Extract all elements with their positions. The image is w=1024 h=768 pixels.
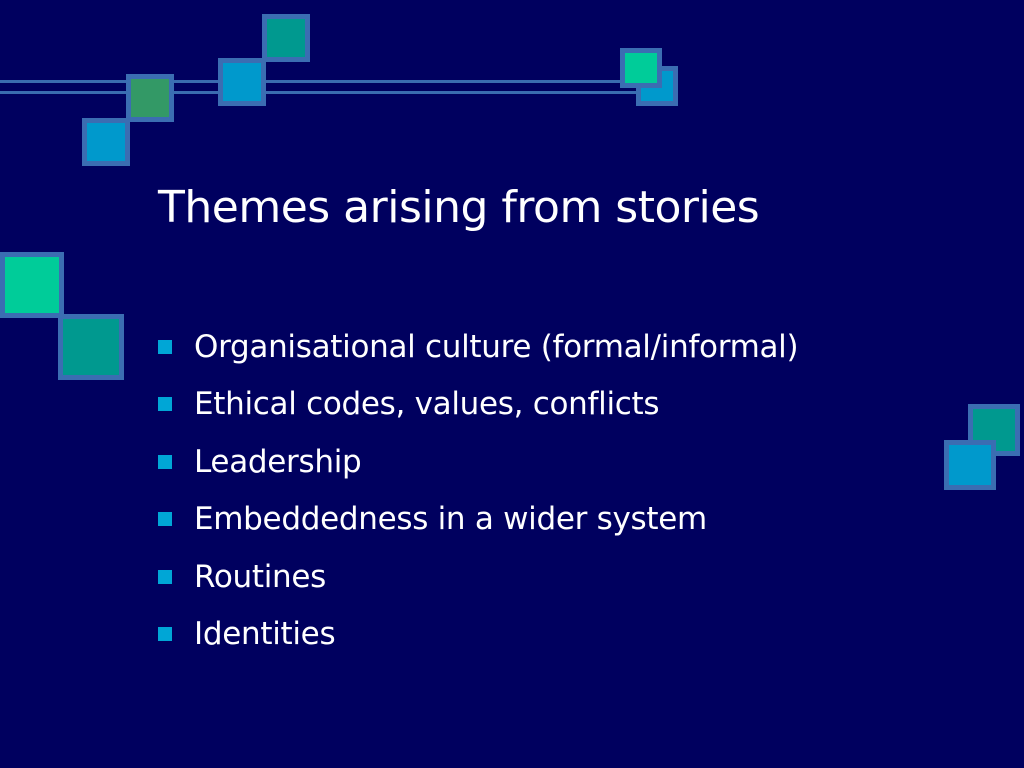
decorative-square (0, 252, 64, 318)
square-bullet-icon (158, 339, 172, 354)
bullet-text: Routines (194, 558, 326, 595)
list-item: Organisational culture (formal/informal) (158, 318, 799, 376)
square-bullet-icon (158, 627, 172, 642)
list-item: Embeddedness in a wider system (158, 491, 798, 549)
slide-title: Themes arising from stories (158, 182, 760, 233)
decorative-square (126, 74, 174, 122)
list-item: Routines (158, 548, 798, 606)
square-bullet-icon (158, 569, 172, 584)
bullet-text: Embeddedness in a wider system (194, 501, 707, 538)
square-bullet-icon (158, 397, 172, 412)
square-bullet-icon (158, 512, 172, 527)
bullet-text: Ethical codes, values, conflicts (194, 386, 660, 423)
decorative-rule (0, 80, 665, 94)
bullet-text: Identities (194, 616, 336, 653)
decorative-square (262, 14, 310, 62)
bullet-text: Organisational culture (formal/informal) (194, 328, 799, 365)
decorative-square (620, 48, 662, 88)
decorative-square (218, 58, 266, 106)
square-bullet-icon (158, 454, 172, 469)
decorative-square (944, 440, 996, 490)
list-item: Identities (158, 606, 798, 664)
bullet-text: Leadership (194, 443, 362, 480)
decorative-square (82, 118, 130, 166)
list-item: Leadership (158, 433, 798, 491)
bullet-list: Organisational culture (formal/informal)… (158, 318, 799, 664)
decorative-square (58, 314, 124, 380)
list-item: Ethical codes, values, conflicts (158, 376, 798, 434)
